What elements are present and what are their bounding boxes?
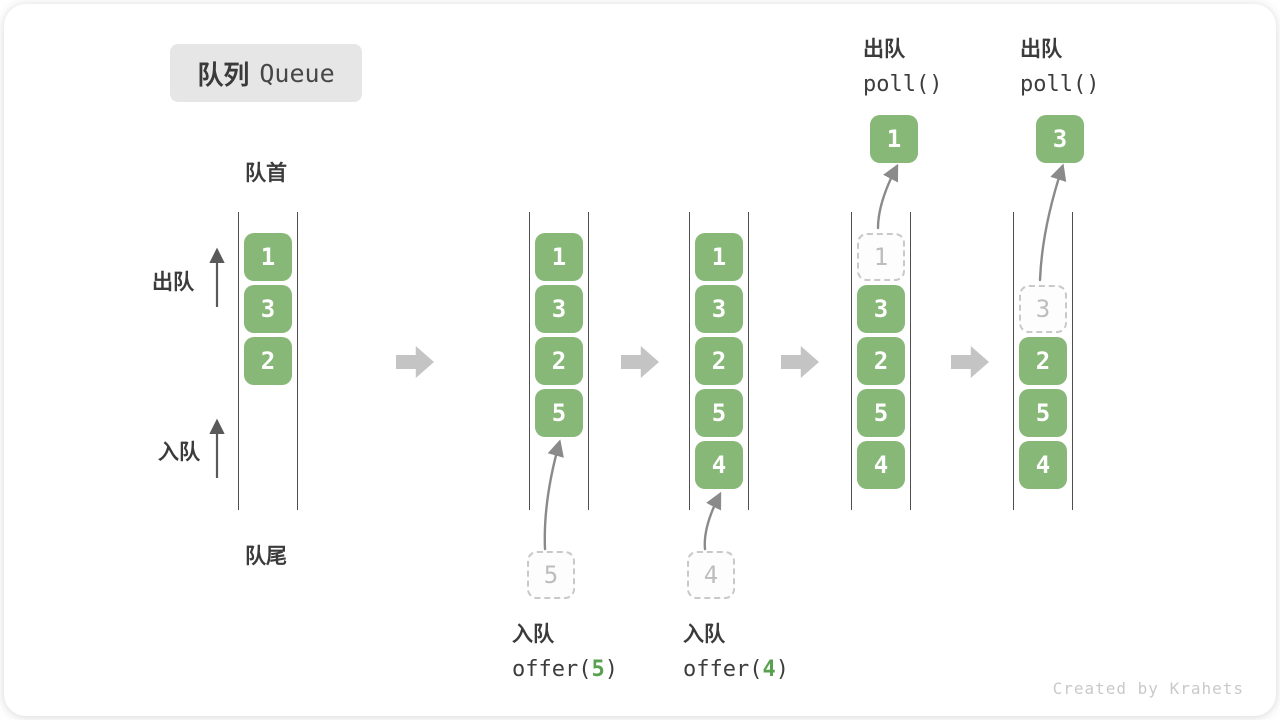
- queue-column-line: [910, 212, 912, 510]
- queue-slot: 3: [695, 285, 743, 333]
- queue-column-line: [588, 212, 590, 510]
- title-english: Queue: [259, 58, 335, 88]
- queue-slot: 5: [535, 389, 583, 437]
- dequeue-annotation: 出队 poll(): [1020, 33, 1099, 97]
- dequeue-annotation: 出队 poll(): [863, 33, 942, 97]
- title-box: 队列 Queue: [170, 44, 362, 102]
- queue-slot: 3: [857, 285, 905, 333]
- queue-slot: 2: [1019, 337, 1067, 385]
- queue-slot: 2: [535, 337, 583, 385]
- queue-slot: 5: [857, 389, 905, 437]
- enqueue-annotation: 入队 offer(5): [512, 618, 618, 682]
- queue-column-line: [528, 212, 530, 510]
- dequeue-annotation-zh: 出队: [863, 37, 905, 61]
- queue-slot: 2: [695, 337, 743, 385]
- queue-slot: 2: [244, 337, 292, 385]
- pending-box: 5: [527, 551, 575, 599]
- enqueue-annotation-zh: 入队: [683, 622, 725, 646]
- queue-column-line: [297, 212, 299, 510]
- queue-column-line: [850, 212, 852, 510]
- queue-column-line: [1072, 212, 1074, 510]
- queue-slot: 4: [695, 441, 743, 489]
- queue-rear-label: 队尾: [245, 544, 287, 568]
- popped-box: 1: [870, 115, 918, 163]
- title-chinese: 队列: [197, 60, 250, 91]
- offer-code-argument: 4: [762, 657, 776, 682]
- watermark: Created by Krahets: [1052, 679, 1244, 698]
- offer-code: offer(4): [683, 657, 789, 682]
- enqueue-annotation: 入队 offer(4): [683, 618, 789, 682]
- queue-slot-dashed: 1: [857, 233, 905, 281]
- pending-box: 4: [687, 551, 735, 599]
- poll-code: poll(): [1020, 72, 1100, 97]
- poll-code: poll(): [863, 72, 943, 97]
- enqueue-annotation-zh: 入队: [512, 622, 554, 646]
- queue-column-line: [688, 212, 690, 510]
- queue-slot: 1: [244, 233, 292, 281]
- queue-slot: 5: [1019, 389, 1067, 437]
- dequeue-side-label: 出队: [152, 270, 194, 294]
- queue-front-label: 队首: [245, 161, 287, 185]
- popped-box: 3: [1036, 115, 1084, 163]
- dequeue-annotation-zh: 出队: [1020, 37, 1062, 61]
- enqueue-side-label: 入队: [158, 440, 200, 464]
- queue-slot: 3: [535, 285, 583, 333]
- queue-slot: 4: [857, 441, 905, 489]
- offer-code: offer(5): [512, 657, 618, 682]
- queue-slot-dashed: 3: [1019, 285, 1067, 333]
- queue-slot: 5: [695, 389, 743, 437]
- queue-slot: 2: [857, 337, 905, 385]
- queue-column-line: [237, 212, 239, 510]
- queue-slot: 4: [1019, 441, 1067, 489]
- queue-slot: 3: [244, 285, 292, 333]
- queue-slot: 1: [535, 233, 583, 281]
- queue-column-line: [748, 212, 750, 510]
- queue-slot: 1: [695, 233, 743, 281]
- offer-code-argument: 5: [591, 657, 605, 682]
- queue-column-line: [1012, 212, 1014, 510]
